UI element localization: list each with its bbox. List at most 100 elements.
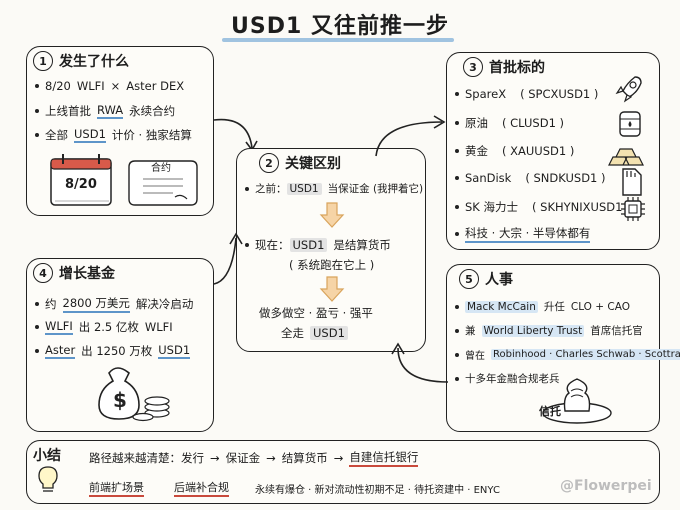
now-sub: ( 系统跑在它上 ): [289, 258, 375, 272]
bullet: [35, 84, 39, 88]
bullet: [455, 176, 459, 180]
bullet: [245, 186, 249, 191]
bullet: [35, 133, 39, 137]
bottom-line-2-token: USD1: [310, 326, 348, 340]
down-arrow-icon: [319, 276, 345, 302]
asset-name: SpareX: [465, 87, 507, 101]
oil-barrel-icon: [619, 111, 641, 137]
calendar-date: 8/20: [65, 177, 97, 192]
fund-prefix: 约: [45, 297, 57, 311]
path-final: 自建信托银行: [349, 449, 419, 467]
watermark: @Flowerpei: [560, 478, 652, 494]
before-token: USD1: [286, 182, 322, 195]
rwa-text: RWA: [97, 103, 124, 119]
page-title: USD1 又往前推一步: [231, 14, 449, 39]
role-text: CLO + CAO: [570, 300, 630, 313]
bullet: [455, 352, 459, 357]
bullet: [455, 121, 459, 125]
date-text: 8/20: [45, 79, 71, 93]
asset-code: ( SPCXUSD1 ): [520, 87, 599, 101]
aster-label: Aster: [45, 343, 76, 359]
bottom-line-1: 做多做空 · 盈亏 · 强平: [259, 306, 373, 320]
summary-label: 小结: [33, 448, 61, 464]
usd1-text: USD1: [74, 127, 106, 143]
times-text: ×: [110, 79, 121, 93]
section-heading: 增长基金: [59, 266, 115, 282]
rocket-icon: [615, 76, 642, 103]
before-text: 当保证金 (我押着它): [327, 183, 424, 195]
bullet: [455, 205, 459, 209]
bullet: [35, 349, 39, 353]
stamp-label: 信托: [539, 405, 561, 418]
contract-scroll-icon: [128, 160, 198, 206]
wlfi-label: WLFI: [45, 319, 73, 335]
bullet: [35, 109, 39, 113]
bullet: [245, 243, 249, 247]
before-label: 之前：: [255, 183, 287, 195]
section-heading: 发生了什么: [59, 54, 129, 70]
flow-arrow: [375, 115, 446, 157]
bullet: [455, 376, 459, 381]
section-number: 5: [459, 269, 479, 289]
asset-summary: 科技 · 大宗 · 半导体都有: [465, 225, 591, 243]
path-arrow: →: [266, 451, 276, 465]
box-personnel: 5 人事 Mack McCain 升任 CLO + CAO 兼 World Li…: [446, 264, 680, 432]
fund-amount: 2800 万美元: [62, 295, 130, 313]
path-arrow: →: [210, 451, 220, 465]
perp-text: 永续合约: [129, 104, 176, 118]
trust-role: 首席信托官: [590, 325, 643, 337]
asset-code: ( XAUUSD1 ): [502, 144, 575, 158]
wlfi-text: WLFI: [76, 79, 105, 93]
aster-amount: 出 1250 万枚: [81, 344, 153, 358]
path-arrow: →: [333, 451, 344, 465]
chip-icon: [621, 197, 645, 221]
down-arrow-icon: [319, 202, 345, 228]
former-employers: Robinhood · Charles Schwab · Scottrade: [491, 349, 680, 360]
section-number: 1: [33, 51, 53, 71]
lightbulb-icon: [38, 466, 58, 492]
bullet: [455, 328, 459, 333]
fund-purpose: 解决冷启动: [135, 297, 194, 311]
box-growth-fund: 4 增长基金 约 2800 万美元 解决冷启动 WLFI 出 2.5 亿枚 WL…: [26, 258, 214, 432]
summary-rest: 永续有爆仓 · 新对流动性初期不足 · 待托资建中 · ENYC: [255, 484, 500, 496]
box-key-difference: 2 关键区别 之前： USD1 当保证金 (我押着它) 现在： USD1 是结算…: [236, 148, 426, 352]
sd-card-icon: [622, 168, 642, 196]
section-number: 2: [259, 153, 279, 173]
all-text: 全部: [45, 128, 68, 142]
aster-dex-text: Aster DEX: [126, 79, 185, 93]
veteran-text: 十多年金融合规老兵: [465, 373, 560, 385]
concurrent-text: 兼: [465, 325, 476, 337]
flow-arrow: [391, 342, 449, 383]
bullet: [455, 149, 459, 153]
path-step: 结算货币: [281, 451, 328, 465]
section-heading: 关键区别: [285, 156, 341, 172]
now-token: USD1: [289, 238, 328, 252]
launch-text: 上线首批: [45, 104, 91, 118]
path-intro: 路径越来越清楚：发行: [89, 451, 204, 465]
asset-name: SanDisk: [465, 171, 512, 185]
stamp-icon: [542, 378, 612, 424]
gold-bars-icon: [608, 148, 644, 166]
wlfi-token: WLFI: [144, 320, 173, 334]
now-label: 现在：: [255, 238, 290, 252]
now-text: 是结算货币: [333, 238, 391, 252]
bullet: [455, 92, 459, 96]
wlfi-amount: 出 2.5 亿枚: [78, 320, 139, 334]
bullet: [35, 302, 39, 306]
bottom-line-2-prefix: 全走: [281, 326, 304, 340]
bullet: [455, 232, 459, 236]
section-number: 3: [463, 57, 483, 77]
bullet: [455, 304, 459, 309]
section-heading: 首批标的: [489, 60, 545, 76]
aster-token: USD1: [158, 343, 191, 359]
asset-code: ( SKHYNIXUSD1 ): [532, 200, 631, 214]
previously-text: 曾在: [465, 351, 485, 362]
flow-arrow: [213, 232, 243, 285]
tag-frontend: 前端扩场景: [89, 479, 144, 497]
asset-name: 原油: [465, 116, 488, 130]
money-bag-icon: $: [98, 367, 170, 422]
settle-text: 计价 · 独家结算: [111, 128, 192, 142]
section-heading: 人事: [485, 272, 513, 288]
bullet: [35, 325, 39, 329]
promote-text: 升任: [543, 301, 565, 313]
